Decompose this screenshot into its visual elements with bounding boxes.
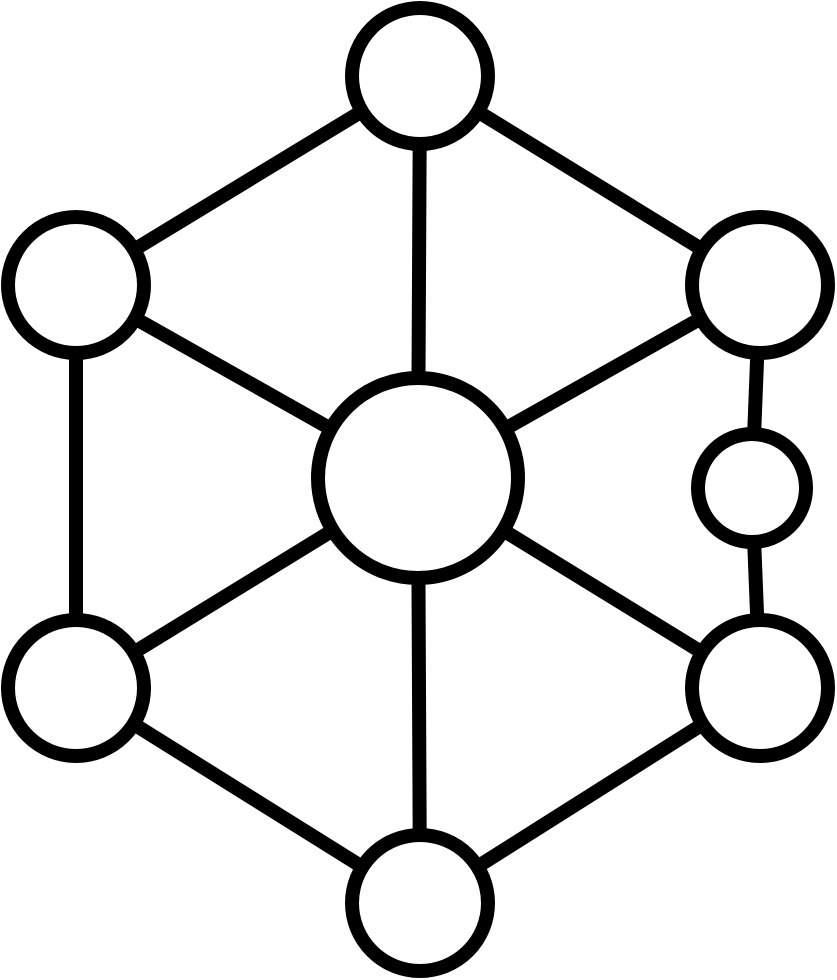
node-right-small xyxy=(691,427,813,549)
node-upper-left xyxy=(1,210,151,360)
node-center xyxy=(311,371,525,585)
node-lower-left xyxy=(1,613,151,763)
node-lower-right xyxy=(685,613,835,763)
node-bottom xyxy=(345,828,495,978)
node-top xyxy=(345,1,495,151)
node-upper-right xyxy=(685,210,835,360)
